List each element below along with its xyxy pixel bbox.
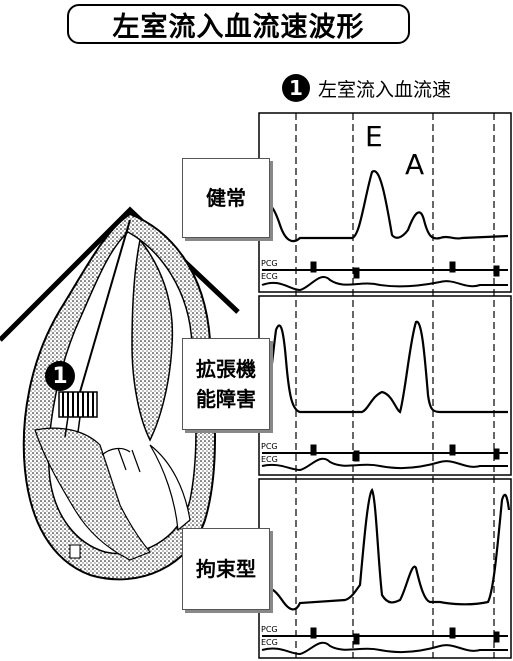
ecg-strip-restrictive	[261, 627, 508, 656]
pcg-label: PCG	[261, 259, 278, 268]
sample-site-marker: 1	[45, 361, 75, 391]
waveform-normal	[261, 170, 509, 243]
panel-restrictive-frame	[258, 478, 512, 659]
legend: 1 左室流入血流速	[282, 74, 451, 102]
panel-diastolic-frame	[258, 295, 512, 476]
e-wave-label: E	[365, 120, 383, 153]
label-restrictive: 拘束型	[182, 528, 270, 610]
legend-label: 左室流入血流速	[318, 78, 452, 101]
label-restrictive-text: 拘束型	[196, 557, 256, 581]
ecg-label: ECG	[261, 455, 278, 464]
pcg-label: PCG	[261, 442, 278, 451]
a-wave-label: A	[405, 148, 425, 181]
ecg-strip-diastolic	[261, 444, 508, 472]
ecg-label: ECG	[261, 272, 278, 281]
sample-volume	[58, 219, 131, 438]
label-diastolic-line1: 拡張機	[196, 357, 256, 381]
legend-number-badge: 1	[282, 74, 310, 102]
waveform-restrictive	[261, 487, 511, 611]
page-title: 左室流入血流速波形	[67, 4, 410, 44]
heart-illustration	[22, 212, 216, 581]
label-diastolic-dysfunction: 拡張機 能障害	[182, 338, 270, 430]
label-diastolic-line2: 能障害	[196, 387, 256, 411]
label-normal: 健常	[182, 158, 270, 238]
label-normal-text: 健常	[206, 186, 246, 210]
ecg-strip-normal	[261, 261, 508, 292]
waveform-diastolic-dysfunction	[261, 320, 508, 414]
transducer-sector	[0, 206, 240, 342]
ecg-label: ECG	[261, 638, 278, 647]
pcg-label: PCG	[261, 625, 278, 634]
